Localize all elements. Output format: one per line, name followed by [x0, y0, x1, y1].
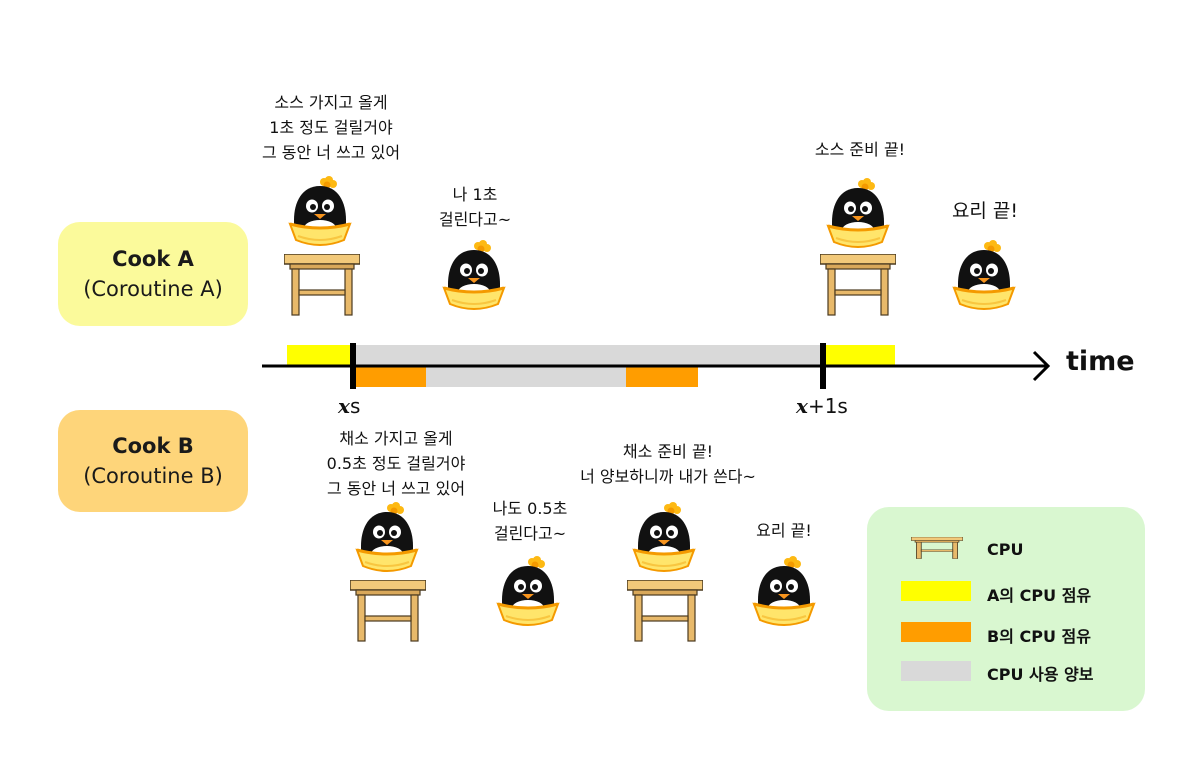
desk-icon	[911, 537, 963, 559]
a-occupy-bar	[287, 345, 351, 365]
speech-line: 요리 끝!	[756, 521, 812, 540]
speech-b2: 나도 0.5초 걸린다고~	[470, 496, 590, 546]
tick-start-label: xs	[338, 394, 360, 418]
speech-line: 그 동안 너 쓰고 있어	[261, 143, 401, 162]
cook-b-label: Cook B (Coroutine B)	[58, 410, 248, 512]
speech-line: 소스 가지고 올게	[274, 93, 388, 112]
cook-a-name: Cook A	[112, 247, 194, 271]
legend-item-a	[901, 580, 971, 602]
time-axis-arrow-icon	[1032, 350, 1051, 382]
speech-line: 요리 끝!	[951, 200, 1019, 222]
speech-a3: 소스 준비 끝!	[790, 137, 930, 162]
speech-line: 걸린다고~	[438, 210, 512, 229]
legend: CPU A의 CPU 점유 B의 CPU 점유 CPU 사용 양보	[867, 507, 1145, 711]
speech-line: 채소 준비 끝!	[622, 442, 714, 461]
time-axis-label: time	[1066, 346, 1135, 377]
legend-swatch-a	[901, 581, 971, 601]
a-occupy-bar	[821, 345, 895, 365]
speech-a4: 요리 끝!	[930, 199, 1040, 224]
legend-label-a: A의 CPU 점유	[987, 586, 1092, 605]
speech-line: 너 양보하니까 내가 쓴다~	[580, 467, 756, 486]
tick-end-suffix: +1s	[807, 394, 848, 418]
tick-start-suffix: s	[349, 394, 361, 418]
b-occupy-bar	[356, 366, 426, 387]
tick-end-label: x+1s	[796, 394, 848, 418]
speech-line: 나 1초	[452, 185, 498, 204]
speech-a1: 소스 가지고 올게 1초 정도 걸릴거야 그 동안 너 쓰고 있어	[236, 90, 426, 165]
legend-item-yield	[901, 660, 971, 682]
b-occupy-bar	[626, 366, 698, 387]
speech-b4: 요리 끝!	[734, 518, 834, 543]
legend-label-cpu: CPU	[987, 540, 1024, 559]
speech-b1: 채소 가지고 올게 0.5초 정도 걸릴거야 그 동안 너 쓰고 있어	[298, 426, 494, 501]
cook-b-subtitle: (Coroutine B)	[83, 464, 223, 488]
cook-a-label: Cook A (Coroutine A)	[58, 222, 248, 326]
legend-item-b	[901, 621, 971, 643]
speech-line: 나도 0.5초	[492, 499, 568, 518]
legend-swatch-b	[901, 622, 971, 642]
speech-line: 1초 정도 걸릴거야	[269, 118, 393, 137]
speech-line: 걸린다고~	[493, 524, 567, 543]
legend-item-cpu	[901, 537, 953, 559]
speech-line: 0.5초 정도 걸릴거야	[326, 454, 466, 473]
speech-line: 소스 준비 끝!	[814, 140, 906, 159]
tick-start-var: x	[338, 394, 350, 418]
speech-line: 그 동안 너 쓰고 있어	[326, 479, 466, 498]
legend-label-b: B의 CPU 점유	[987, 627, 1091, 646]
cook-a-subtitle: (Coroutine A)	[83, 277, 223, 301]
legend-swatch-yield	[901, 661, 971, 681]
yield-bar-a	[351, 345, 821, 365]
legend-label-yield: CPU 사용 양보	[987, 665, 1094, 684]
speech-a2: 나 1초 걸린다고~	[415, 182, 535, 232]
tick-end-var: x	[796, 394, 808, 418]
speech-b3: 채소 준비 끝! 너 양보하니까 내가 쓴다~	[548, 439, 788, 489]
yield-bar-b	[426, 366, 626, 387]
speech-line: 채소 가지고 올게	[339, 429, 453, 448]
cook-b-name: Cook B	[112, 434, 194, 458]
